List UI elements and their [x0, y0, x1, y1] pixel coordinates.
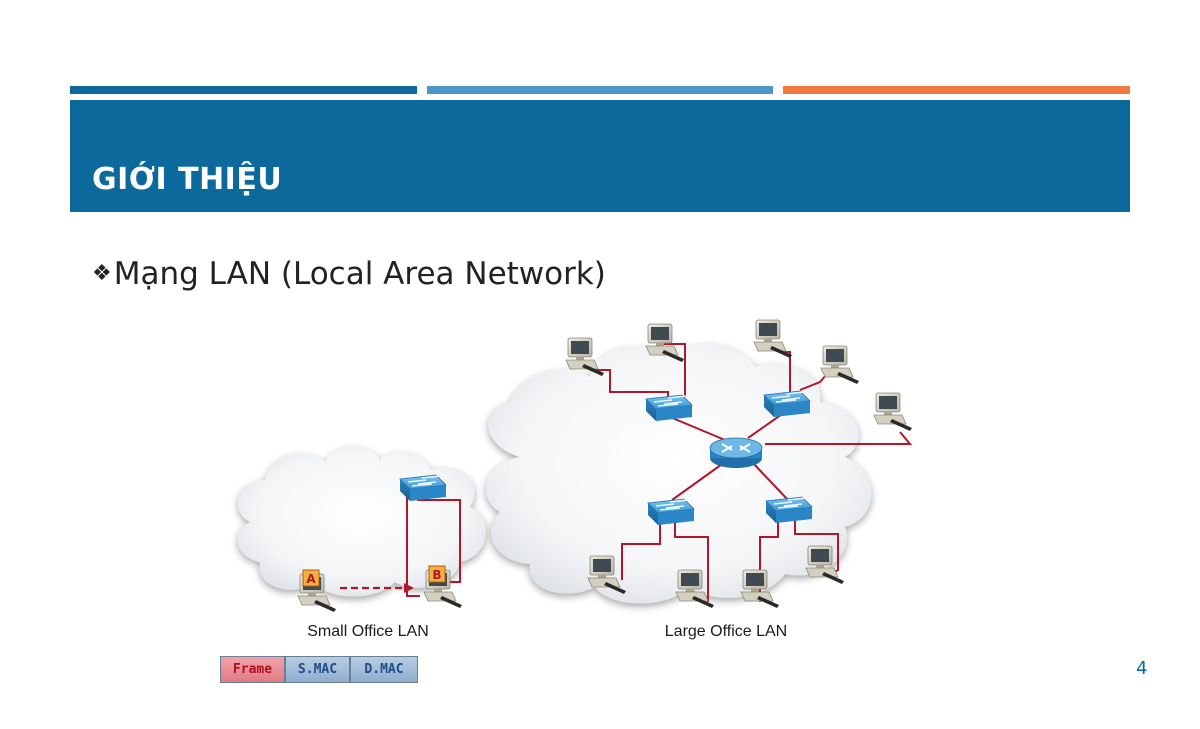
switch-icon	[765, 496, 813, 524]
frame-transfer-arrow	[340, 583, 414, 593]
destination-mac-field: D.MAC	[350, 656, 418, 683]
switch-icon	[763, 390, 811, 418]
small-office-label: Small Office LAN	[307, 623, 429, 640]
frame-format-bar: Frame S.MAC D.MAC	[220, 656, 418, 683]
host-b-label: B	[432, 568, 441, 582]
switch-icon	[399, 474, 447, 502]
accent-bar-orange	[783, 86, 1130, 94]
source-mac-field: S.MAC	[285, 656, 350, 683]
large-office-label: Large Office LAN	[665, 623, 787, 640]
router-icon	[709, 437, 763, 469]
small-office-links	[406, 496, 461, 597]
accent-bar-dark-blue	[70, 86, 417, 94]
switch-icon	[645, 394, 693, 422]
slide-title: GIỚI THIỆU	[92, 162, 283, 197]
title-banner: GIỚI THIỆU	[70, 100, 1130, 212]
host-b-badge: B	[428, 565, 446, 583]
page-number: 4	[1136, 658, 1148, 679]
switch-icon	[647, 498, 695, 526]
frame-field: Frame	[220, 656, 285, 683]
accent-bar-light-blue	[427, 86, 773, 94]
diamond-bullet-icon: ❖	[92, 261, 112, 286]
bullet-item: ❖Mạng LAN (Local Area Network)	[92, 254, 606, 294]
lan-diagram: A B Small Office LAN Large Office LAN	[237, 319, 913, 640]
large-office-links	[590, 341, 913, 602]
host-a-label: A	[306, 572, 316, 586]
pc-icon	[873, 392, 913, 432]
pc-icon	[820, 345, 860, 385]
bullet-text: Mạng LAN (Local Area Network)	[113, 256, 606, 292]
host-a-badge: A	[302, 569, 320, 587]
